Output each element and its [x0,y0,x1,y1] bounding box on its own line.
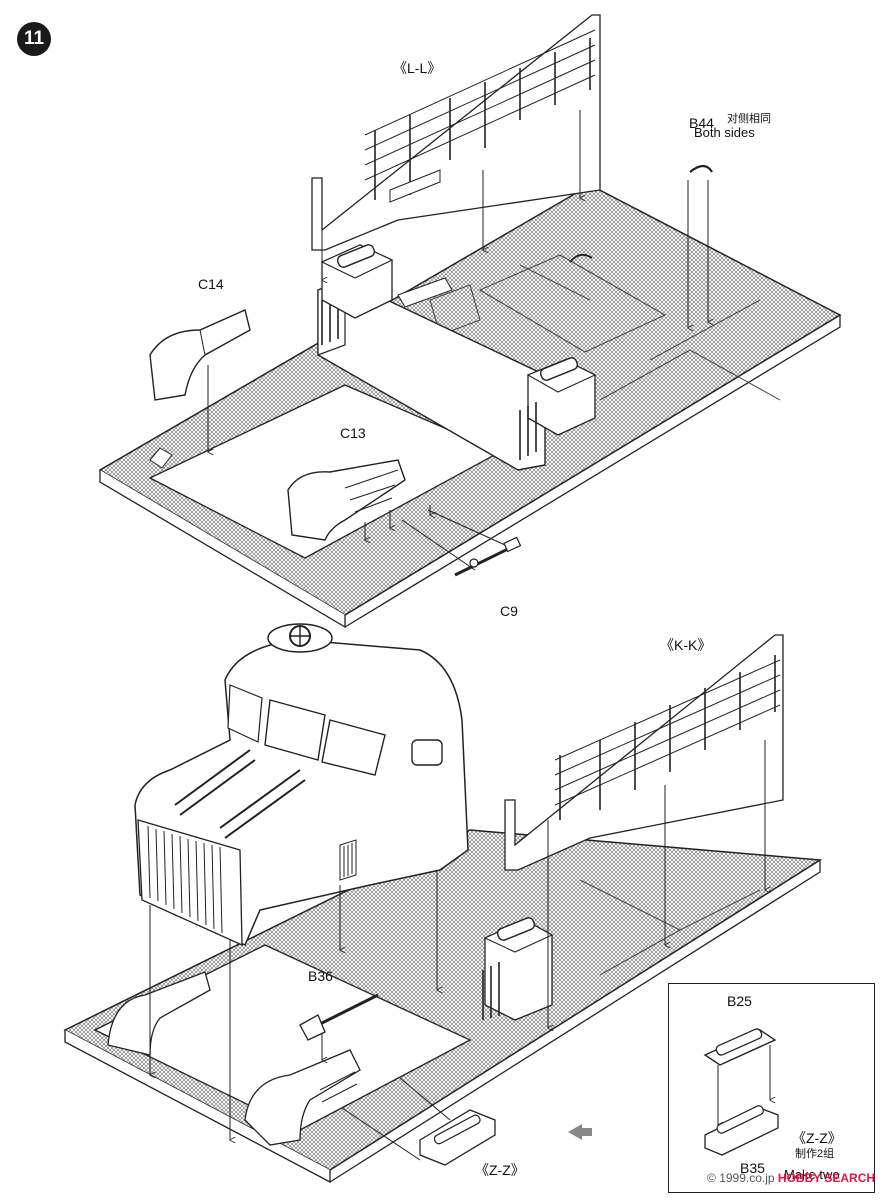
direction-arrow-icon [568,1124,582,1140]
rail-label-kk: 《K-K》 [660,637,712,653]
part-b44-shape [689,164,713,173]
zz-box-shape [419,1109,496,1166]
watermark: © 1999.co.jp HOBBY SEARCH [707,1171,875,1185]
part-c13-shape [287,459,406,541]
watermark-mark: © [707,1171,716,1185]
top-side-rail [311,14,601,251]
subassembly-ref-zz: 《Z-Z》 [475,1162,525,1178]
part-label-b44: B44 [689,115,714,131]
part-label-b35: B35 [740,1160,765,1176]
part-label-c9: C9 [500,603,518,619]
part-label-c14: C14 [198,276,224,292]
bottom-side-rail [504,634,784,871]
b44-note-en: Both sides [694,125,755,140]
part-c9-shape [454,536,522,577]
inset-make-cn: 制作2组 [795,1148,835,1160]
bottom-guide-lines [150,740,765,1161]
watermark-brand: HOBBY SEARCH [777,1171,876,1185]
top-guide-lines [208,110,708,571]
cab-shape [134,623,469,947]
part-label-b25: B25 [727,993,752,1009]
bottom-toolbox [482,917,554,1021]
rail-label-ll: 《L-L》 [393,60,442,76]
part-c14-shape [149,309,251,469]
watermark-site: 1999.co.jp [719,1171,775,1185]
part-label-b36: B36 [308,968,333,984]
top-front-wall [317,244,597,471]
inset-drawing [703,1028,779,1156]
b44-note-cn: 对侧相同 [727,113,771,125]
inset-title-zz: 《Z-Z》 [792,1130,842,1146]
step-number-badge: 11 [17,22,51,56]
part-label-c13: C13 [340,425,366,441]
inset-panel [668,983,875,1193]
inset-make-en: Make two [784,1167,840,1182]
part-b36-shape [299,993,379,1041]
